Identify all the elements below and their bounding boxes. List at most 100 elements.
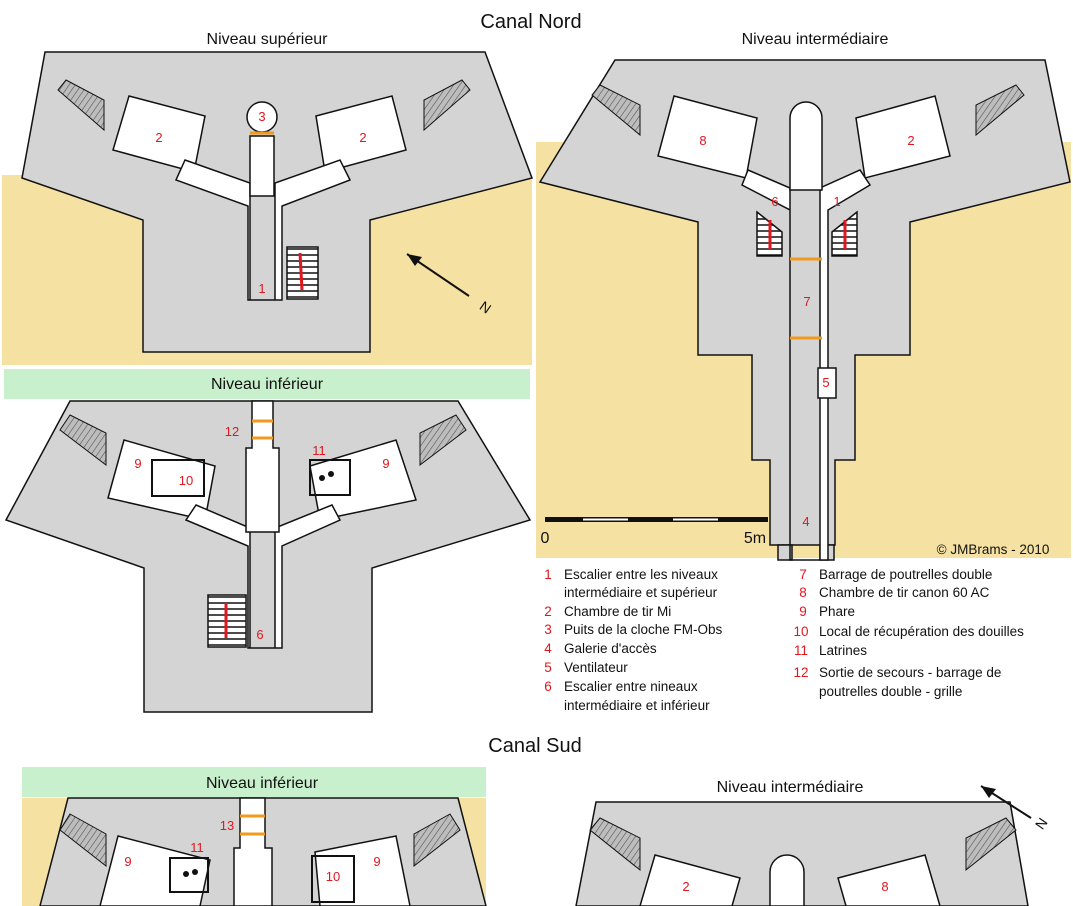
- legend-text: intermédiaire et inférieur: [564, 698, 710, 713]
- latrine-icon: [319, 475, 325, 481]
- legend-text: Sortie de secours - barrage de: [819, 665, 1001, 680]
- room-label: 2: [907, 133, 914, 148]
- copyright: © JMBrams - 2010: [937, 542, 1050, 557]
- room-label: 8: [699, 133, 706, 148]
- scale-start: 0: [541, 530, 550, 547]
- legend-number: 5: [544, 660, 552, 675]
- latrine-icon: [183, 871, 189, 877]
- level-title-sud-inferieur: Niveau inférieur: [206, 775, 319, 792]
- room-label: 6: [771, 194, 778, 209]
- room-label: 13: [220, 818, 234, 833]
- legend-number: 12: [793, 665, 808, 680]
- room-label: 5: [822, 375, 829, 390]
- room-label: 10: [179, 473, 193, 488]
- scale-end: 5m: [744, 530, 766, 547]
- room-inf-11: [309, 459, 351, 496]
- room-sud-11: [169, 857, 209, 893]
- legend-number: 11: [794, 643, 808, 658]
- room-label: 7: [803, 294, 810, 309]
- room-sud-int-8: [837, 854, 941, 906]
- section-title-canal-nord: Canal Nord: [480, 11, 581, 33]
- section-title-canal-sud: Canal Sud: [488, 735, 581, 757]
- room-sup-2-right: [315, 95, 407, 173]
- room-sud-9-left: [99, 835, 211, 906]
- level-band: [4, 369, 530, 399]
- latrine-icon: [192, 869, 198, 875]
- room-label: 2: [682, 879, 689, 894]
- shaft-sud-int: [769, 854, 805, 906]
- level-band: [22, 767, 486, 797]
- legend-text: Chambre de tir canon 60 AC: [819, 585, 990, 600]
- embrasure-right: [423, 79, 471, 132]
- emergency-exit: [245, 400, 280, 533]
- embrasure-left: [589, 817, 641, 872]
- embrasure-right: [975, 84, 1025, 137]
- corridor-sup: [174, 159, 352, 301]
- room-label: 1: [258, 281, 265, 296]
- room-label: 2: [359, 130, 366, 145]
- shaft-int: [789, 101, 823, 191]
- legend: 1 Escalier entre les niveaux intermédiai…: [544, 567, 1024, 713]
- ventilator-room: [817, 367, 837, 399]
- room-label: 8: [881, 879, 888, 894]
- room-label: 12: [225, 424, 239, 439]
- legend-number: 1: [544, 567, 552, 582]
- plan-nord-superieur: Niveau supérieur 2 3 2 1 N: [2, 31, 533, 365]
- shaft-sup: [249, 135, 275, 197]
- room-label: 9: [382, 456, 389, 471]
- room-label: 2: [155, 130, 162, 145]
- level-title-sud-intermediaire: Niveau intermédiaire: [717, 779, 864, 796]
- plan-sud-intermediaire: Niveau intermédiaire 2 8 N: [575, 779, 1051, 906]
- embrasure-left: [59, 414, 107, 467]
- room-label: 11: [312, 443, 326, 458]
- scale-bar: 0 5m: [541, 517, 768, 547]
- embrasure-right: [965, 817, 1017, 872]
- room-label: 9: [134, 456, 141, 471]
- plan-sud-inferieur: Niveau inférieur 13 9 11 10 9: [22, 767, 487, 906]
- legend-text: Puits de la cloche FM-Obs: [564, 622, 723, 637]
- room-label: 9: [373, 854, 380, 869]
- legend-text: intermédiaire et supérieur: [564, 585, 718, 600]
- room-inf-10: [151, 459, 205, 497]
- room-label: 10: [326, 869, 340, 884]
- level-title-nord-intermediaire: Niveau intermédiaire: [742, 31, 889, 48]
- level-title-nord-inferieur: Niveau inférieur: [211, 376, 324, 393]
- legend-text: Ventilateur: [564, 660, 628, 675]
- room-label: 3: [258, 109, 265, 124]
- legend-number: 9: [799, 604, 807, 619]
- legend-number: 3: [544, 622, 552, 637]
- concrete-outline: [538, 59, 1071, 546]
- room-label: 9: [124, 854, 131, 869]
- legend-number: 10: [793, 624, 808, 639]
- embrasure-left: [59, 813, 107, 868]
- room-label: 4: [802, 514, 809, 529]
- embrasure-left: [57, 79, 105, 132]
- legend-text: Latrines: [819, 643, 867, 658]
- legend-number: 2: [544, 604, 552, 619]
- legend-number: 6: [544, 679, 552, 694]
- legend-text: Local de récupération des douilles: [819, 624, 1024, 639]
- stairs-arrow: [298, 252, 304, 291]
- plan-nord-intermediaire: Niveau intermédiaire 8 2 6 1 7 5 4 0 5m …: [536, 31, 1071, 561]
- legend-text: Galerie d'accès: [564, 641, 657, 656]
- legend-text: Escalier entre les niveaux: [564, 567, 718, 582]
- gallery-wall-left: [777, 544, 793, 561]
- latrine-icon: [328, 471, 334, 477]
- embrasure-right: [419, 414, 467, 467]
- room-int-2: [855, 95, 951, 179]
- embrasure-left: [591, 84, 641, 137]
- legend-text: Chambre de tir Mi: [564, 604, 671, 619]
- legend-text: poutrelles double - grille: [819, 684, 962, 699]
- level-title-nord-superieur: Niveau supérieur: [207, 31, 329, 48]
- legend-text: Escalier entre nineaux: [564, 679, 698, 694]
- corridor-inf: [184, 504, 342, 649]
- room-sud-int-2: [639, 854, 741, 906]
- room-sud-9-right: [314, 835, 411, 906]
- legend-number: 8: [799, 585, 807, 600]
- north-label: N: [1032, 815, 1051, 832]
- legend-number: 4: [544, 641, 552, 656]
- legend-text: Phare: [819, 604, 855, 619]
- room-sud-10: [311, 855, 355, 903]
- room-label: 11: [190, 840, 204, 855]
